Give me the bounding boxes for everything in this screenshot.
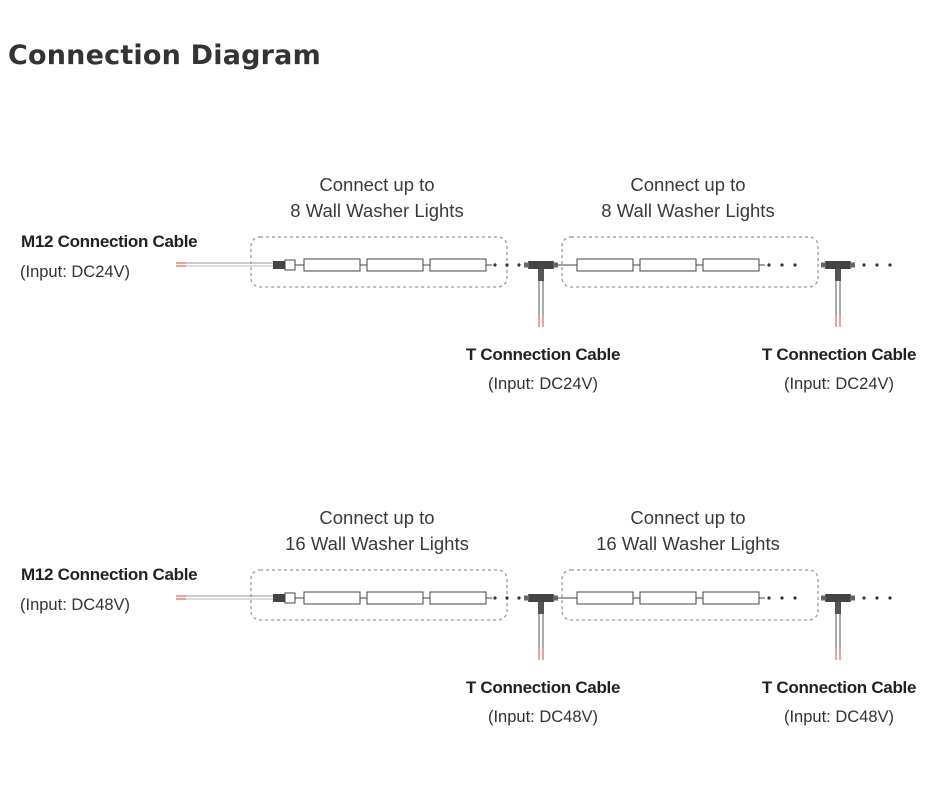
t-connector-end: [850, 262, 855, 268]
t-connector-end: [553, 595, 558, 601]
page-title: Connection Diagram: [8, 40, 321, 71]
t-cable-label-2: T Connection Cable (Input: DC48V): [749, 678, 929, 727]
continuation-dot: [767, 596, 771, 600]
m12-plug: [273, 261, 285, 269]
wall-washer-light: [576, 258, 634, 272]
continuation-dot: [793, 263, 797, 267]
continuation-dot: [493, 263, 497, 267]
group-label-line1: Connect up to: [630, 507, 746, 528]
continuation-dot: [793, 596, 797, 600]
t-connector-end: [821, 262, 826, 268]
wall-washer-light: [366, 591, 424, 605]
wall-washer-light: [366, 258, 424, 272]
group-label-2: Connect up to 8 Wall Washer Lights: [558, 172, 818, 224]
wall-washer-light: [702, 258, 760, 272]
wall-washer-light: [702, 591, 760, 605]
t-connector-stem: [835, 602, 841, 614]
t-cable-label-1: T Connection Cable (Input: DC48V): [453, 678, 633, 727]
continuation-dot: [505, 263, 509, 267]
group-label-line2: 8 Wall Washer Lights: [601, 200, 775, 221]
m12-plug-nut: [284, 592, 296, 604]
t-cable-label-1: T Connection Cable (Input: DC24V): [453, 345, 633, 394]
group-label-2: Connect up to 16 Wall Washer Lights: [558, 505, 818, 557]
continuation-dot: [888, 263, 892, 267]
t-connector-body: [528, 594, 554, 602]
group-label-line2: 8 Wall Washer Lights: [290, 200, 464, 221]
light-group-box: [561, 236, 819, 288]
wall-washer-light: [303, 258, 361, 272]
m12-plug: [273, 594, 285, 602]
continuation-dot: [505, 596, 509, 600]
t-connector-body: [528, 261, 554, 269]
continuation-dot: [780, 596, 784, 600]
wiring-illustration: [176, 236, 892, 327]
continuation-dot: [780, 263, 784, 267]
continuation-dot: [862, 263, 866, 267]
continuation-dot: [875, 596, 879, 600]
t-connector-stem: [835, 269, 841, 281]
continuation-dot: [875, 263, 879, 267]
wall-washer-light: [429, 258, 487, 272]
continuation-dot: [862, 596, 866, 600]
continuation-dot: [517, 263, 521, 267]
t-cable-input: (Input: DC24V): [487, 375, 599, 393]
t-connector-end: [850, 595, 855, 601]
t-connector-end: [821, 595, 826, 601]
light-group-box: [250, 569, 508, 621]
t-cable-name: T Connection Cable: [761, 345, 917, 364]
wall-washer-light: [429, 591, 487, 605]
light-group-box: [250, 236, 508, 288]
m12-cable-input: (Input: DC24V): [20, 263, 131, 281]
group-label-line2: 16 Wall Washer Lights: [285, 533, 469, 554]
t-cable-name: T Connection Cable: [465, 678, 621, 697]
group-label-line2: 16 Wall Washer Lights: [596, 533, 780, 554]
t-cable-name: T Connection Cable: [761, 678, 917, 697]
connection-diagram-2: Connect up to 16 Wall Washer Lights Conn…: [0, 503, 949, 753]
m12-plug-nut: [284, 259, 296, 271]
group-label-1: Connect up to 16 Wall Washer Lights: [247, 505, 507, 557]
t-connector-body: [825, 594, 851, 602]
t-cable-input: (Input: DC48V): [783, 708, 895, 726]
t-cable-input: (Input: DC24V): [783, 375, 895, 393]
t-connector-end: [524, 595, 529, 601]
continuation-dot: [888, 596, 892, 600]
group-label-line1: Connect up to: [319, 174, 435, 195]
wall-washer-light: [639, 258, 697, 272]
m12-cable-name: M12 Connection Cable: [21, 232, 198, 251]
t-cable-input: (Input: DC48V): [487, 708, 599, 726]
continuation-dot: [767, 263, 771, 267]
t-cable-label-2: T Connection Cable (Input: DC24V): [749, 345, 929, 394]
light-group-box: [561, 569, 819, 621]
wall-washer-light: [639, 591, 697, 605]
t-connector-body: [825, 261, 851, 269]
wall-washer-light: [576, 591, 634, 605]
t-cable-name: T Connection Cable: [465, 345, 621, 364]
wiring-illustration: [176, 569, 892, 660]
connection-diagram-1: Connect up to 8 Wall Washer Lights Conne…: [0, 170, 949, 420]
t-connector-stem: [538, 269, 544, 281]
group-label-line1: Connect up to: [630, 174, 746, 195]
t-connector-end: [553, 262, 558, 268]
t-connector-end: [524, 262, 529, 268]
continuation-dot: [517, 596, 521, 600]
group-label-line1: Connect up to: [319, 507, 435, 528]
continuation-dot: [493, 596, 497, 600]
t-connector-stem: [538, 602, 544, 614]
m12-cable-input: (Input: DC48V): [20, 596, 131, 614]
wall-washer-light: [303, 591, 361, 605]
m12-cable-name: M12 Connection Cable: [21, 565, 198, 584]
group-label-1: Connect up to 8 Wall Washer Lights: [247, 172, 507, 224]
